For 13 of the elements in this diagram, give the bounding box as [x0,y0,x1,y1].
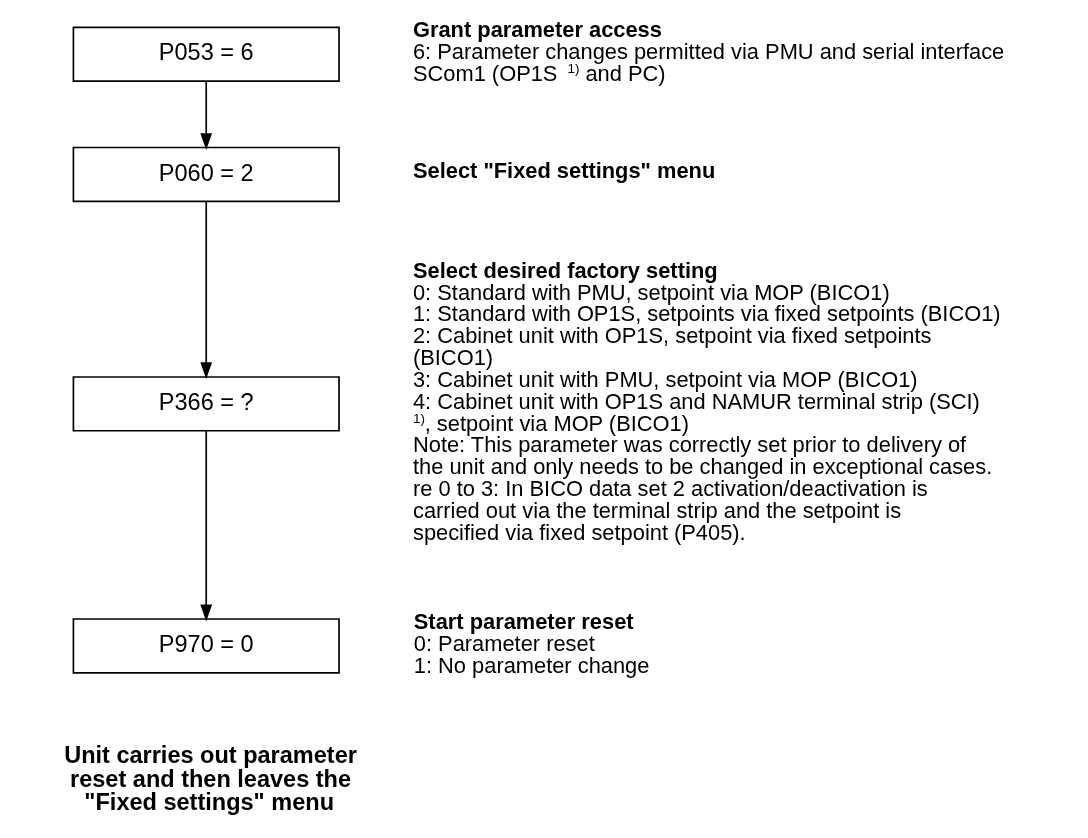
node-label: Grant parameter access [412,17,662,43]
arrow [199,80,212,150]
node-box: P060 = 2 [72,146,340,203]
node-label: Select "Fixed settings" menu [412,158,715,184]
node-label: 1: No parameter change [413,652,649,678]
label: Unit carries out parameter reset and then leaves the "Fixed settings" menu [63,742,357,816]
node-box: P366 = ? [72,376,340,432]
arrow [199,200,212,379]
node-label: Select desired factory setting [412,257,718,283]
arrow [199,430,212,622]
node-box: P970 = 0 [72,618,340,674]
node-box: P053 = 6 [72,26,340,82]
node-label: Start parameter reset [413,608,634,634]
